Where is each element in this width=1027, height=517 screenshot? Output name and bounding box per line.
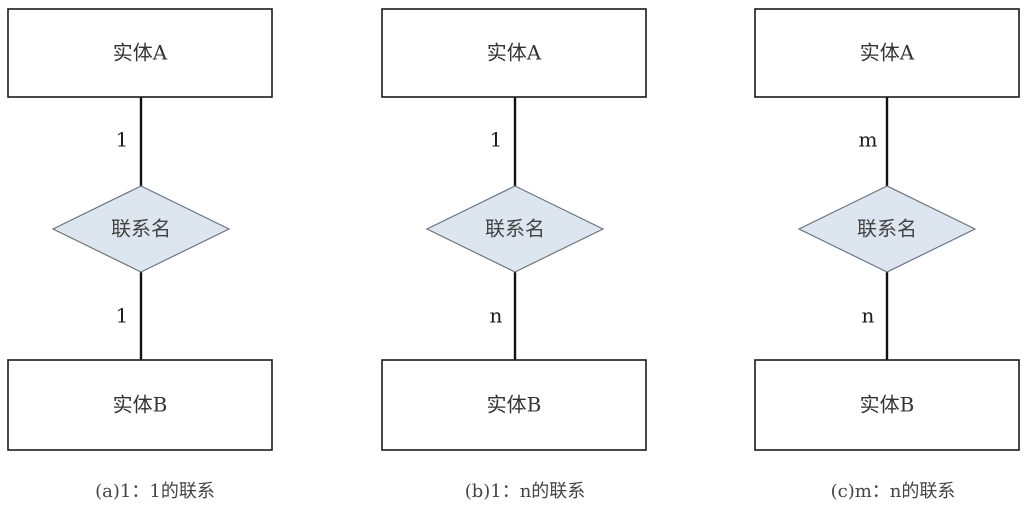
entity-c-bottom-label: 实体B — [860, 393, 915, 417]
entity-a-bottom-label: 实体B — [113, 393, 168, 417]
entity-c-top-label: 实体A — [860, 41, 915, 65]
relationship-a-label: 联系名 — [111, 217, 171, 241]
relationship-c-diamond[interactable] — [797, 185, 977, 273]
entity-a-top-label: 实体A — [113, 41, 168, 65]
cardinality-a-top: 1 — [116, 128, 129, 152]
relationship-b-diamond[interactable] — [425, 185, 605, 273]
relationship-b-label: 联系名 — [485, 217, 545, 241]
diagram-a: 实体A 联系名 1 1 实体B (a)1：1的联系 — [7, 8, 273, 502]
entity-b-top-label: 实体A — [487, 41, 542, 65]
caption-b: (b)1：n的联系 — [465, 481, 586, 502]
entity-a-bottom-box[interactable] — [7, 359, 273, 451]
entity-a-top-box[interactable] — [7, 8, 273, 98]
entity-b-top-box[interactable] — [381, 8, 647, 98]
entity-b-bottom-box[interactable] — [381, 359, 647, 451]
cardinality-c-top: m — [859, 128, 878, 152]
relationship-c-label: 联系名 — [857, 217, 917, 241]
caption-c: (c)m：n的联系 — [831, 481, 956, 502]
cardinality-c-bottom: n — [862, 304, 875, 328]
entity-c-bottom-box[interactable] — [754, 359, 1020, 451]
diagram-b: 实体A 联系名 1 n 实体B (b)1：n的联系 — [381, 8, 647, 502]
diagram-c: 实体A 联系名 m n 实体B (c)m：n的联系 — [754, 8, 1020, 502]
relationship-a-diamond[interactable] — [51, 185, 231, 273]
caption-a: (a)1：1的联系 — [95, 481, 215, 502]
cardinality-b-top: 1 — [490, 128, 503, 152]
entity-c-top-box[interactable] — [754, 8, 1020, 98]
entity-b-bottom-label: 实体B — [487, 393, 542, 417]
cardinality-a-bottom: 1 — [116, 304, 129, 328]
cardinality-b-bottom: n — [490, 304, 503, 328]
